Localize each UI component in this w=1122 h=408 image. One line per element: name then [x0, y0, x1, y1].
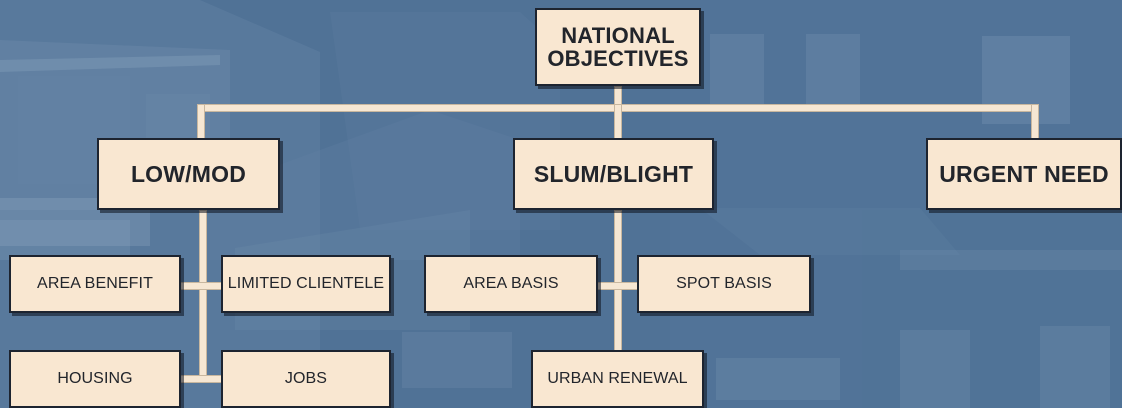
- connector-lowmod-upper-branch: [180, 282, 222, 290]
- connector-left-vertical: [197, 104, 205, 142]
- connector-slum-branch: [597, 282, 639, 290]
- connector-lowmod-lower-branch: [180, 375, 222, 383]
- node-slum-blight: SLUM/BLIGHT: [513, 138, 714, 210]
- node-area-basis: AREA BASIS: [424, 255, 598, 313]
- node-jobs: JOBS: [221, 350, 391, 408]
- node-national-objectives: NATIONAL OBJECTIVES: [535, 8, 701, 86]
- node-limited-clientele: LIMITED CLIENTELE: [221, 255, 391, 313]
- node-housing: HOUSING: [9, 350, 181, 408]
- connector-right-vertical: [1031, 104, 1039, 142]
- node-area-benefit: AREA BENEFIT: [9, 255, 181, 313]
- node-low-mod: LOW/MOD: [97, 138, 280, 210]
- node-urban-renewal: URBAN RENEWAL: [531, 350, 704, 408]
- connector-slum-vertical: [614, 210, 622, 352]
- connector-middle-vertical: [614, 104, 622, 142]
- connector-top-vertical: [614, 86, 622, 106]
- node-spot-basis: SPOT BASIS: [637, 255, 811, 313]
- connector-lowmod-vertical: [199, 210, 207, 380]
- node-urgent-need: URGENT NEED: [926, 138, 1122, 210]
